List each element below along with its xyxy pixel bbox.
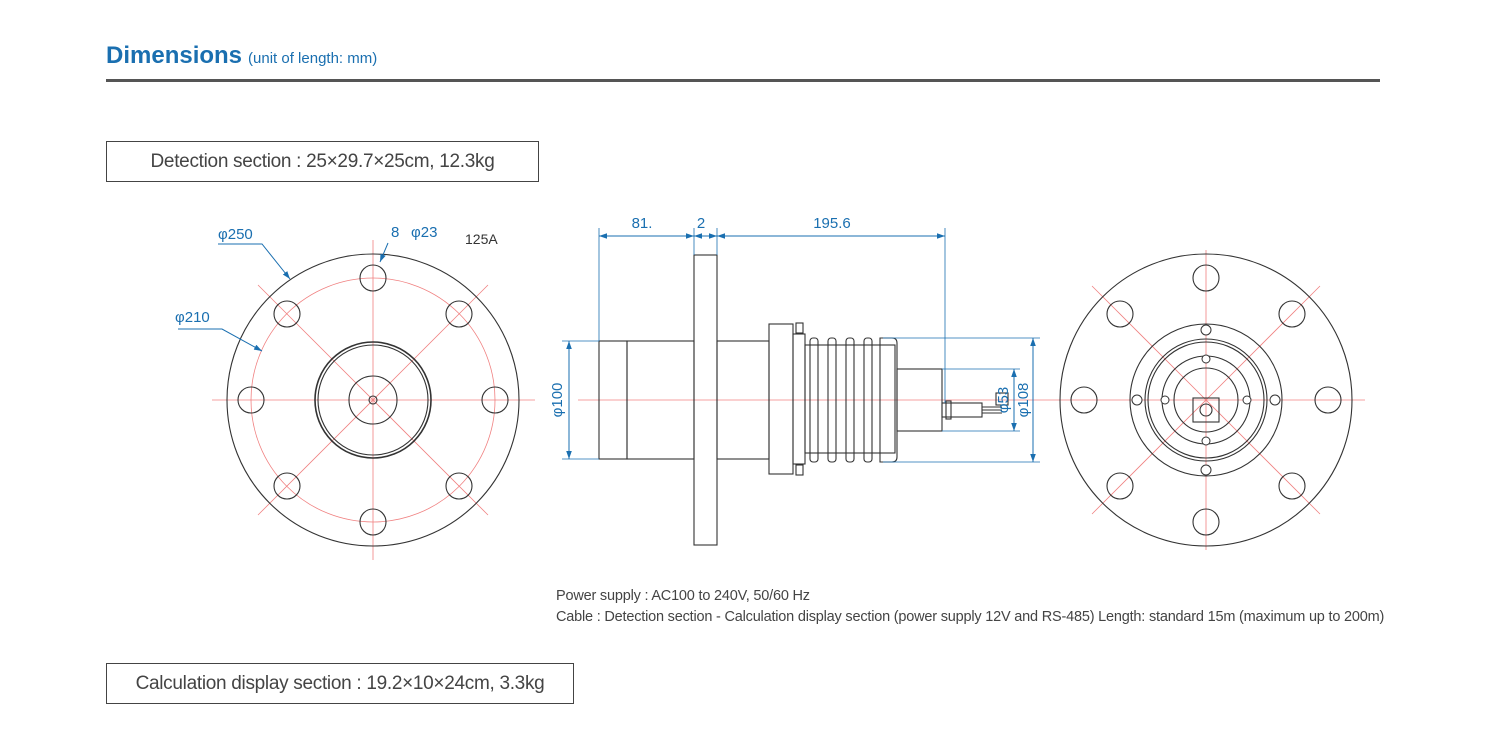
body-length-label: 195.6 [813, 215, 851, 232]
detection-section-box: Detection section : 25×29.7×25cm, 12.3kg [106, 141, 539, 182]
pcd-diameter-label: φ210 [175, 309, 210, 326]
power-supply-note: Power supply : AC100 to 240V, 50/60 Hz [556, 588, 810, 604]
cable-note: Cable : Detection section - Calculation … [556, 609, 1385, 625]
front-bolt-holes [237, 264, 509, 536]
rear-diameter-label: φ53 [995, 387, 1012, 413]
outer-diameter-label: φ250 [218, 226, 253, 243]
inlet-length-label: 81. [632, 215, 653, 232]
hole-diameter-label: φ23 [411, 224, 437, 241]
inlet-diameter-label: φ100 [549, 383, 566, 418]
rear-view [1050, 250, 1365, 550]
side-view: 81. 2 195.6 φ100 φ108 φ53 [549, 215, 1050, 546]
calculation-section-box: Calculation display section : 19.2×10×24… [106, 663, 574, 704]
flange-thickness-label: 2 [697, 215, 705, 232]
unit-note: (unit of length: mm) [248, 50, 378, 67]
body-diameter-label: φ108 [1015, 383, 1032, 418]
notes: Power supply : AC100 to 240V, 50/60 Hz C… [556, 586, 1384, 628]
rear-bolt-holes [1070, 264, 1342, 536]
front-view: φ250 φ210 8 φ23 125A [175, 224, 535, 560]
rear-centerlines [1050, 250, 1365, 550]
size-label: 125A [465, 231, 498, 247]
front-centerlines [212, 240, 535, 560]
hole-count-label: 8 [391, 224, 399, 241]
rear-small-bolts [1131, 324, 1281, 476]
page-title: Dimensions (unit of length: mm) [106, 42, 377, 70]
title-text: Dimensions [106, 42, 243, 69]
front-outline [226, 253, 520, 547]
title-divider [106, 79, 1380, 82]
